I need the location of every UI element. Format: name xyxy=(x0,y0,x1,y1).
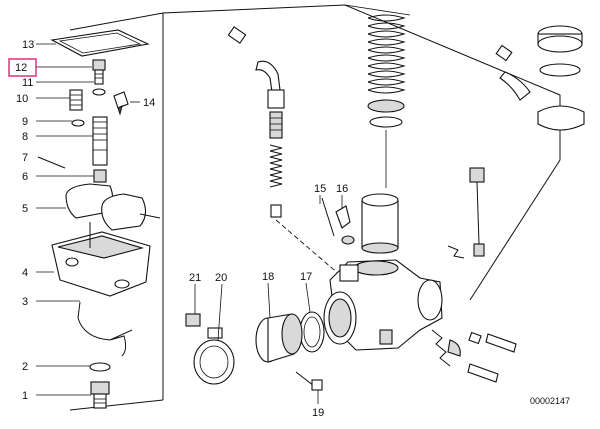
callout-3: 3 xyxy=(22,296,28,308)
highlighted-callout-box xyxy=(8,58,37,77)
part-7-pin xyxy=(37,156,66,169)
callout-6: 6 xyxy=(22,171,28,183)
part-4-float-bowl xyxy=(51,222,151,297)
callout-2: 2 xyxy=(22,361,28,373)
part-10-jet xyxy=(69,89,83,111)
callout-10: 10 xyxy=(16,93,28,105)
part-5-floats xyxy=(65,183,161,231)
callout-7: 7 xyxy=(22,152,28,164)
document-number: 00002147 xyxy=(530,396,570,406)
intake-parts xyxy=(185,311,325,391)
leader-lines xyxy=(36,43,343,404)
part-8-emulsion-tube xyxy=(92,116,108,166)
callout-labels: 13 12 11 10 14 9 8 7 6 5 4 3 2 1 15 16 2… xyxy=(15,39,570,419)
callout-19: 19 xyxy=(312,407,324,419)
callout-16: 16 xyxy=(336,183,348,195)
assembly-frame-lines xyxy=(69,4,561,411)
part-15-16-idle-screw xyxy=(321,197,355,245)
carburetor-body xyxy=(323,259,443,351)
choke-cable-parts xyxy=(227,26,341,276)
part-2-washer xyxy=(89,362,111,372)
callout-17: 17 xyxy=(300,271,312,283)
part-13-gasket xyxy=(50,29,150,57)
callout-1: 1 xyxy=(22,390,28,402)
callout-14: 14 xyxy=(143,97,155,109)
callout-11: 11 xyxy=(22,77,33,89)
part-9-washer xyxy=(71,119,85,127)
callout-4: 4 xyxy=(22,267,28,279)
callout-15: 15 xyxy=(314,183,326,195)
callout-5: 5 xyxy=(22,203,28,215)
callout-20: 20 xyxy=(215,272,227,284)
part-3-clip xyxy=(77,301,133,357)
callout-13: 13 xyxy=(22,39,34,51)
pilot-screw-parts xyxy=(431,329,517,383)
throttle-slide xyxy=(361,193,399,254)
part-6-jet xyxy=(93,169,107,183)
top-cap-parts xyxy=(447,25,585,259)
callout-9: 9 xyxy=(22,116,28,128)
part-1-drain-plug xyxy=(90,381,110,409)
callout-12: 12 xyxy=(15,62,27,74)
part-14-float-needle xyxy=(113,91,129,116)
callout-21: 21 xyxy=(189,272,201,284)
slide-spring xyxy=(367,14,406,188)
part-12-valve-seat xyxy=(92,59,106,85)
part-11-washer xyxy=(92,88,106,96)
callout-8: 8 xyxy=(22,131,28,143)
callout-18: 18 xyxy=(262,271,274,283)
